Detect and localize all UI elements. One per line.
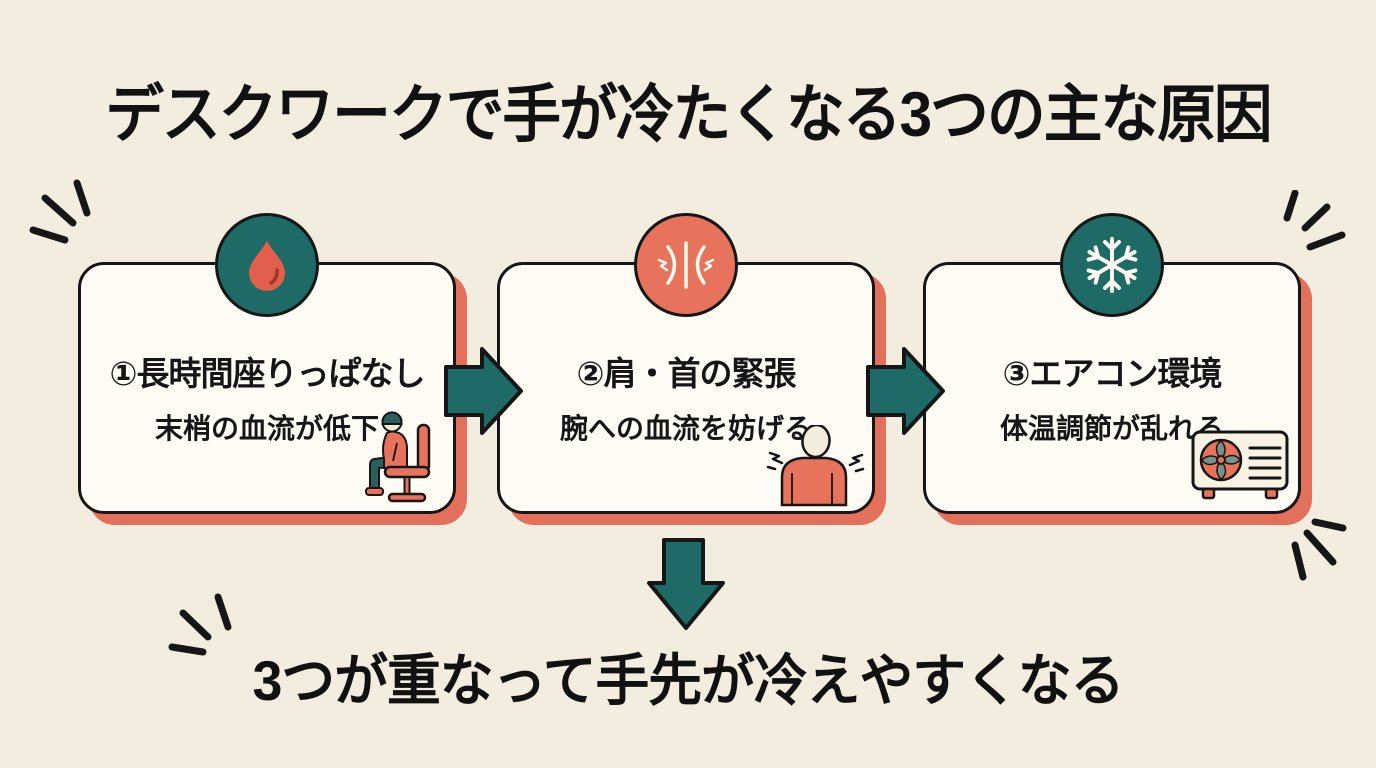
cause-card-2-text: ②肩・首の緊張 腕への血流を妨げる bbox=[500, 347, 872, 447]
cause-card-1: ①長時間座りっぱなし 末梢の血流が低下 bbox=[78, 213, 456, 514]
cause-card-1-text: ①長時間座りっぱなし 末梢の血流が低下 bbox=[81, 347, 453, 447]
page-title: デスクワークで手が冷たくなる3つの主な原因 bbox=[105, 80, 1272, 150]
sparkle-icon bbox=[1283, 190, 1346, 251]
water-drop-icon bbox=[215, 213, 319, 317]
cause-3-subtext: 体温調節が乱れる bbox=[999, 413, 1224, 444]
sparkle-icon bbox=[1291, 518, 1347, 581]
sparkle-icon bbox=[29, 179, 91, 244]
air-conditioner-icon bbox=[1191, 430, 1289, 500]
cause-2-subtext: 腕への血流を妨げる bbox=[559, 413, 812, 444]
cause-card-3: ③エアコン環境 体温調節が乱れる bbox=[923, 213, 1301, 514]
flow-arrow-right-icon bbox=[866, 347, 945, 435]
cause-card-2: ②肩・首の緊張 腕への血流を妨げる bbox=[497, 213, 875, 514]
cause-3-heading: ③エアコン環境 bbox=[1002, 355, 1223, 392]
conclusion-text: 3つが重なって手先が冷えやすくなる bbox=[252, 649, 1124, 712]
cause-card-3-text: ③エアコン環境 体温調節が乱れる bbox=[926, 347, 1298, 447]
seated-person-icon bbox=[365, 411, 431, 503]
cause-2-heading: ②肩・首の緊張 bbox=[576, 355, 797, 392]
muscle-tension-icon bbox=[634, 213, 738, 317]
snowflake-icon bbox=[1060, 213, 1164, 317]
cause-1-heading: ①長時間座りっぱなし bbox=[109, 355, 426, 392]
neck-tension-person-icon bbox=[766, 425, 865, 507]
flow-arrow-right-icon bbox=[444, 347, 523, 435]
cause-1-subtext: 末梢の血流が低下 bbox=[154, 413, 379, 444]
flow-arrow-down-icon bbox=[647, 538, 725, 630]
sparkle-icon bbox=[168, 593, 232, 656]
